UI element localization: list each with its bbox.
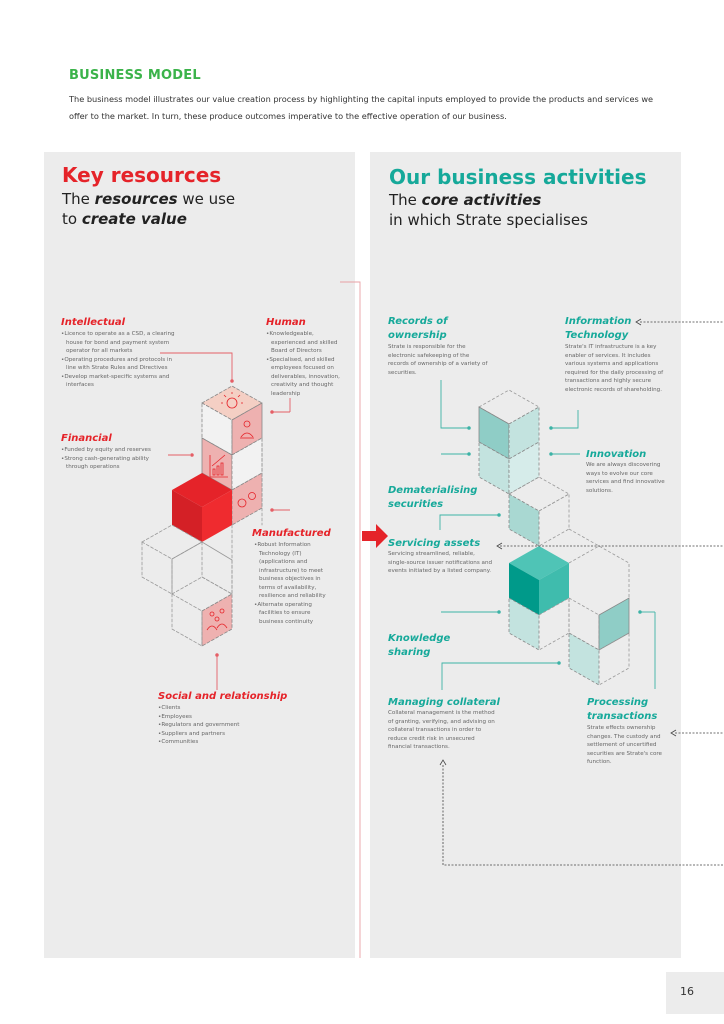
it-text: Strate's IT infrastructure is a key enab… [565,344,664,393]
list-item: Alternate operating facilities to ensure… [254,601,336,627]
list-item: Communities [158,738,268,747]
business-activities-subheading: The core activities in which Strate spec… [389,190,588,230]
list-item: Suppliers and partners [158,730,268,739]
title-line: securities [388,499,444,510]
manufactured-title: Manufactured [252,528,331,539]
key-resources-heading: Key resources [62,163,222,187]
resource-connectors [160,281,361,958]
arrow-up-icon [439,759,447,766]
processing-text: Strate effects ownership changes. The cu… [587,725,662,765]
financial-list: Funded by equity and reserves Strong cas… [61,446,171,472]
page-tab-background [666,972,724,1014]
title-line: sharing [388,647,431,658]
servicing-title: Servicing assets [388,538,481,549]
gears-icon [237,492,256,508]
activity-connectors [439,380,656,690]
subheading-emphasis: resources [94,190,178,208]
page-title: BUSINESS MODEL [69,68,201,83]
list-item: Licence to operate as a CSD, a clearing … [61,330,176,356]
list-item: Specialised, and skilled employees focus… [266,356,346,399]
list-item: Employees [158,713,268,722]
list-item: Develop market-specific systems and inte… [61,373,176,390]
title-line: Records of [388,316,448,327]
list-item: Clients [158,704,268,713]
social-title: Social and relationship [158,691,288,702]
title-line: Knowledge [388,633,451,644]
records-title: Records of ownership [388,315,448,343]
subheading-emphasis: create value [81,210,187,228]
lightbulb-icon [221,392,243,409]
subheading-text: in which Strate specialises [389,211,588,229]
feedback-arrows [439,318,724,866]
list-item: Regulators and government [158,721,268,730]
list-item: Robust Information Technology (IT) (appl… [254,541,336,601]
collateral-text: Collateral management is the method of g… [388,710,495,750]
processing-title: Processing transactions [587,696,657,724]
arrow-left-icon [496,542,503,550]
title-line: Information [565,316,632,327]
innovation-text: We are always discovering ways to evolve… [586,462,665,494]
records-text: Strate is responsible for the electronic… [388,344,488,376]
arrow-left-icon [635,318,642,326]
resource-cubes [141,385,263,647]
intellectual-title: Intellectual [61,317,126,328]
flow-arrow-icon [362,524,388,548]
business-activities-heading: Our business activities [389,165,647,189]
knowledge-title: Knowledge sharing [388,632,450,660]
intro-paragraph: The business model illustrates our value… [69,94,654,121]
title-line: transactions [587,711,658,722]
list-item: Funded by equity and reserves [61,446,171,455]
person-idea-icon [240,420,254,439]
subheading-text: The [389,191,422,209]
page-number: 16 [680,985,694,998]
title-line: ownership [388,330,447,341]
human-list: Knowledgeable, experienced and skilled B… [266,330,346,398]
it-title: Information Technology [565,315,631,343]
subheading-emphasis: core activities [421,191,542,209]
financial-title: Financial [61,433,112,444]
growth-chart-icon [209,454,228,478]
dematerialising-title: Dematerialising securities [388,484,477,512]
intellectual-list: Licence to operate as a CSD, a clearing … [61,330,176,390]
list-item: Operating procedures and protocols in li… [61,356,176,373]
key-resources-subheading: The resources we use to create value [62,189,235,229]
collateral-title: Managing collateral [388,697,500,708]
arrow-left-icon [670,729,677,737]
servicing-text: Servicing streamlined, reliable, single-… [388,551,493,574]
title-line: Processing [587,697,649,708]
subheading-text: to [62,210,82,228]
key-resources-panel: Key resources The resources we use to cr… [44,152,355,958]
people-icon [206,608,228,631]
manufactured-list: Robust Information Technology (IT) (appl… [254,541,336,626]
activity-cubes [478,389,630,686]
title-line: Dematerialising [388,485,478,496]
list-item: Strong cash-generating ability through o… [61,455,171,472]
human-title: Human [266,317,306,328]
list-item: Knowledgeable, experienced and skilled B… [266,330,346,356]
subheading-text: we use [177,190,236,208]
title-line: Technology [565,330,629,341]
social-list: Clients Employees Regulators and governm… [158,704,268,747]
innovation-title: Innovation [586,449,647,460]
subheading-text: The [62,190,95,208]
